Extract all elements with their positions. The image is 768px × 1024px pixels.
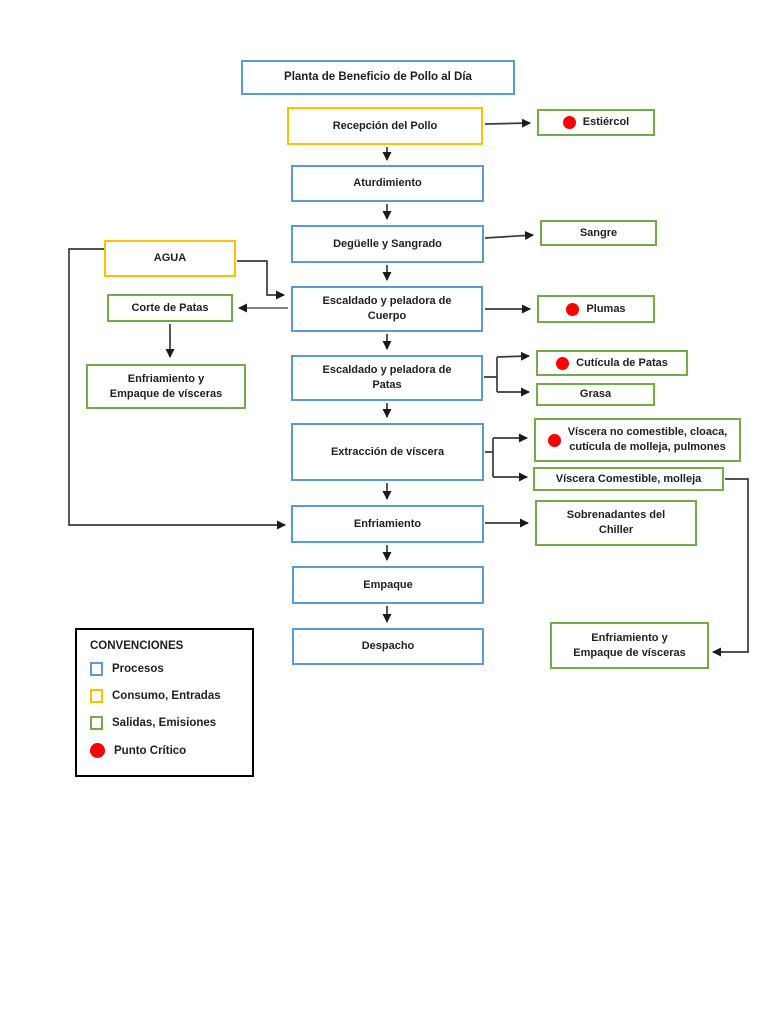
legend-item-salidas-emisiones: Salidas, Emisiones [90,716,240,730]
box-label: Plumas [586,302,626,315]
critical-point-icon [556,356,570,370]
input-swatch-icon [90,689,103,703]
output-box-corte-de-patas: Corte de Patas [107,294,233,322]
legend-item-procesos: Procesos [90,662,240,676]
box-label: Estiércol [582,116,630,129]
process-box-recepcion-del-pollo: Recepción del Pollo [287,107,483,145]
legend-box: CONVENCIONES Procesos Consumo, Entradas … [75,628,254,777]
arrow-to-cuticula [496,351,530,361]
output-box-enfriamiento-empaque-visceras-izquierda: Enfriamiento y Empaque de vísceras [86,364,246,409]
process-swatch-icon [90,662,103,676]
output-box-cuticula-de-patas: Cutícula de Patas [536,350,688,376]
critical-point-icon [562,116,576,129]
box-label: Cutícula de Patas [576,356,668,369]
arrow-deguelle-to-sangre [484,231,534,240]
output-box-grasa: Grasa [536,383,655,406]
process-box-deguelle-y-sangrado: Degüelle y Sangrado [291,225,484,263]
arrow-recepcion-to-estiercol [484,118,531,128]
critical-point-icon [90,743,105,758]
legend-item-label: Consumo, Entradas [112,690,221,702]
connector-viscera-comestible-to-enfriamiento-empaque [712,478,749,657]
branch-escaldado-patas [484,357,498,392]
process-box-aturdimiento: Aturdimiento [291,165,484,202]
critical-point-icon [566,302,580,316]
legend-item-consumo-entradas: Consumo, Entradas [90,689,240,703]
process-box-enfriamiento: Enfriamiento [291,505,484,543]
output-swatch-icon [90,716,103,730]
title-box: Planta de Beneficio de Pollo al Día [241,60,515,95]
output-box-sangre: Sangre [540,220,657,246]
process-box-escaldado-peladora-cuerpo: Escaldado y peladora de Cuerpo [291,286,483,332]
process-box-empaque: Empaque [292,566,484,604]
legend-item-label: Punto Crítico [114,744,187,757]
branch-extraccion [485,438,494,477]
legend-title: CONVENCIONES [90,640,184,652]
output-box-enfriamiento-empaque-visceras-derecha: Enfriamiento y Empaque de vísceras [550,622,709,669]
input-box-agua: AGUA [104,240,236,277]
box-label: Víscera no comestible, cloaca, cutícula … [567,426,728,453]
process-box-despacho: Despacho [292,628,484,665]
legend-item-label: Salidas, Emisiones [112,717,217,729]
output-box-viscera-no-comestible: Víscera no comestible, cloaca, cutícula … [534,418,741,462]
output-box-plumas: Plumas [537,295,655,323]
process-box-extraccion-de-viscera: Extracción de víscera [291,423,484,481]
legend-item-label: Procesos [112,663,164,675]
output-box-sobrenadantes-del-chiller: Sobrenadantes del Chiller [535,500,697,546]
output-box-viscera-comestible: Víscera Comestible, molleja [533,467,724,491]
critical-point-icon [547,433,561,447]
connector-agua-to-escaldado-cuerpo [237,260,285,300]
legend-item-punto-critico: Punto Crítico [90,743,240,758]
process-box-escaldado-peladora-patas: Escaldado y peladora de Patas [291,355,483,401]
output-box-estiercol: Estiércol [537,109,655,136]
